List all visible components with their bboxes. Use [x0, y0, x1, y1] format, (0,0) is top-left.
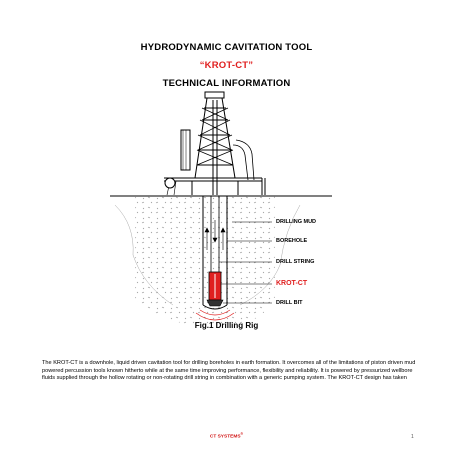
borehole: [202, 196, 228, 310]
leader-lines: [219, 221, 272, 304]
label-borehole: BOREHOLE: [276, 238, 308, 244]
derrick-mast: [180, 91, 255, 195]
company-name: CT SYSTEMS: [209, 434, 241, 440]
rig-platform: [164, 177, 266, 196]
footer-company: CT SYSTEMS®: [0, 432, 453, 440]
section-title: TECHNICAL INFORMATION: [162, 78, 291, 89]
document-title: HYDRODYNAMIC CAVITATION TOOL: [140, 42, 313, 53]
label-krot-ct: KROT-CT: [276, 280, 308, 287]
drill-bit: [206, 299, 224, 307]
label-drilling-mud: DRILLING MUD: [276, 219, 317, 225]
earth-formation: [135, 196, 275, 326]
drill-string: [210, 196, 220, 272]
page-number: 1: [411, 434, 414, 440]
mud-flow-arrows: [204, 220, 226, 250]
cavitation-waves: [195, 309, 235, 321]
label-drill-string: DRILL STRING: [276, 259, 315, 265]
body-paragraph: The KROT-CT is a downhole, liquid driven…: [42, 360, 416, 382]
tool-name-title: “KROT-CT”: [199, 60, 254, 71]
registered-mark: ®: [240, 432, 244, 436]
label-drill-bit: DRILL BIT: [276, 300, 303, 306]
figure-caption: Fig.1 Drilling Rig: [194, 321, 259, 330]
